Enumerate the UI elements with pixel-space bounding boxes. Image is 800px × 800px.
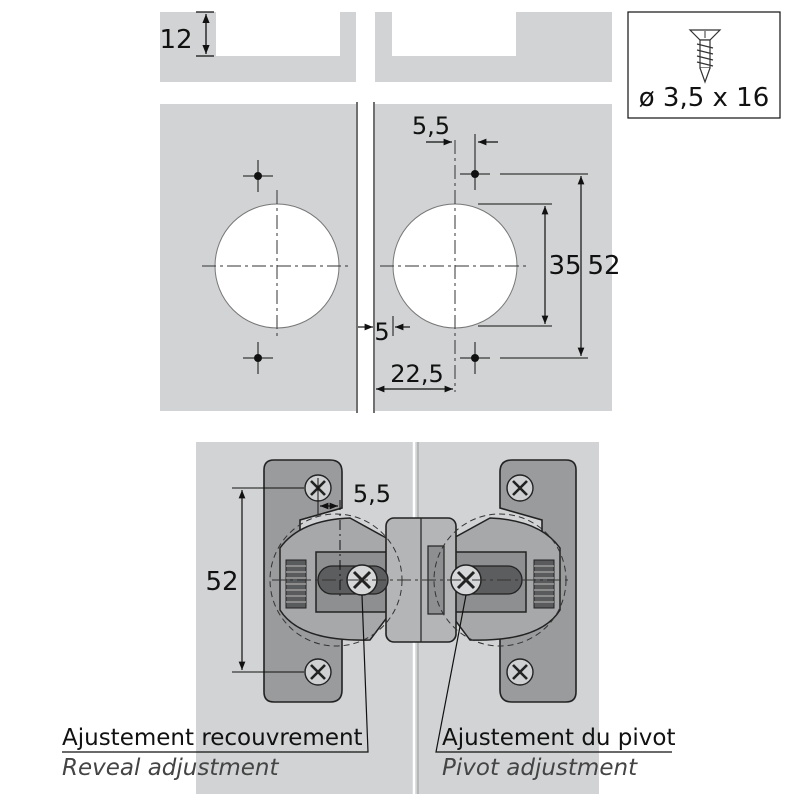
left-spring (285, 559, 307, 609)
hinge-assembly: 52 5,5 (62, 442, 672, 794)
mounting-screw-bottom-left-icon (304, 658, 332, 686)
screw-spec-text: ø 3,5 x 16 (639, 83, 770, 113)
left-cup-slot (216, 12, 340, 56)
right-cup-slot (392, 12, 516, 56)
caption-reveal-en: Reveal adjustment (62, 755, 279, 781)
dim-cup-pitch-35: 35 (548, 251, 581, 281)
right-mounting-plate (499, 459, 577, 703)
caption-pivot-fr: Ajustement du pivot (442, 725, 676, 751)
mounting-screw-top-right-icon (506, 474, 534, 502)
pivot-leader-line (435, 594, 672, 753)
right-spring (533, 559, 555, 609)
dim-cup-center-distance: 22,5 (390, 360, 443, 388)
dim-hinge-height: 52 (205, 567, 238, 597)
top-edge-view: 12 (159, 11, 612, 82)
dim-screw-offset: 5,5 (412, 112, 450, 140)
left-mounting-plate (263, 459, 343, 703)
dim-top-thickness: 12 (159, 25, 192, 55)
drilling-plan: 5,5 35 52 5 22,5 (160, 104, 621, 411)
reveal-leader-line (62, 594, 369, 753)
screw-icon (688, 29, 722, 84)
dim-edge-offset: 5 (374, 318, 389, 346)
screw-spec-box: ø 3,5 x 16 (627, 11, 781, 119)
dim-cup-pitch-52: 52 (587, 251, 620, 281)
dim-hinge-offset: 5,5 (353, 480, 391, 508)
mounting-screw-bottom-right-icon (506, 658, 534, 686)
caption-pivot-en: Pivot adjustment (442, 755, 638, 781)
caption-reveal-fr: Ajustement recouvrement (62, 725, 363, 751)
